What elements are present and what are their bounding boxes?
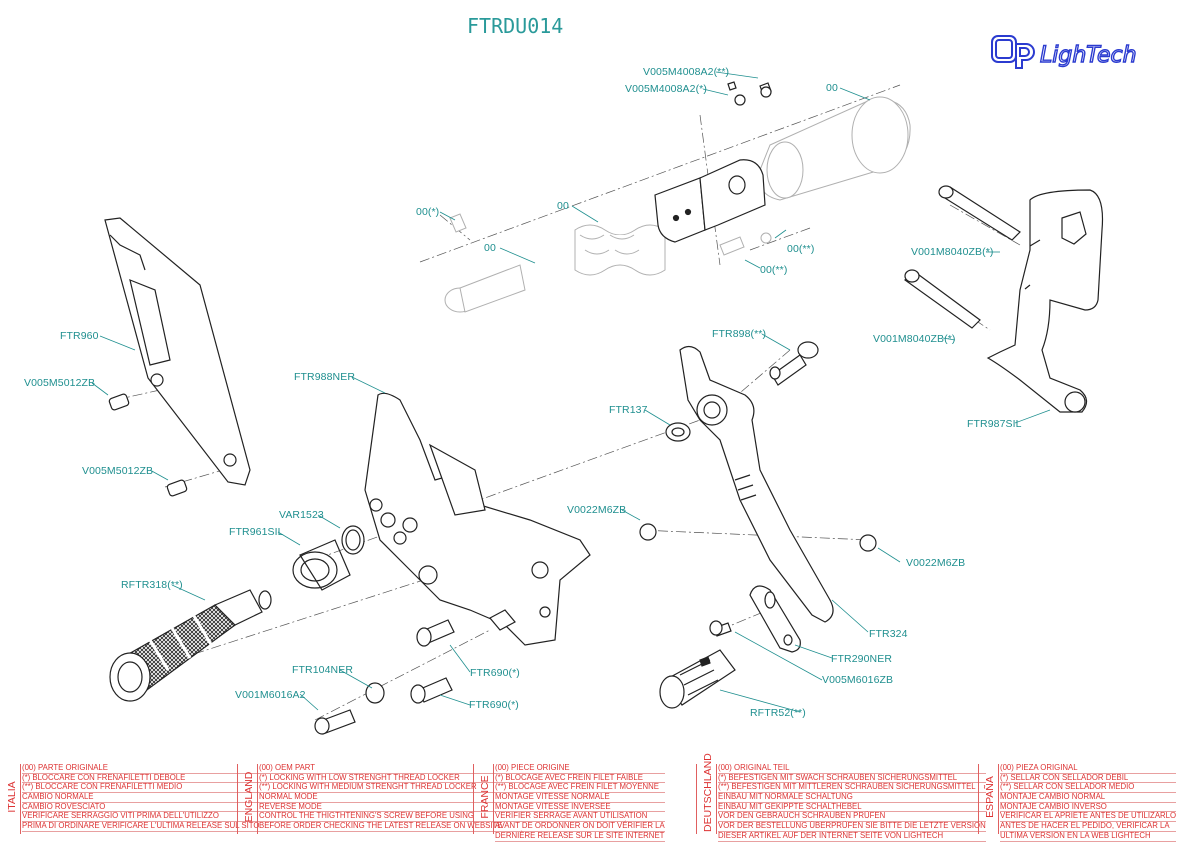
leader-lines [91, 71, 1051, 713]
note-line: CONTROL THE THIGTHTENING'S SCREW BEFORE … [259, 812, 503, 823]
note-line: BEFORE ORDER CHECKING THE LATEST RELEASE… [259, 821, 503, 832]
label-rftr318: RFTR318(**) [121, 579, 183, 591]
note-line: VERIFICARE SERRAGGIO VITI PRIMA DELL'UTI… [22, 812, 260, 823]
label-ftr104ner: FTR104NER [292, 664, 353, 676]
note-line: VOR DER BESTELLUNG ÜBERPRÜFEN SIE BITTE … [718, 821, 986, 832]
label-rftr52: RFTR52(**) [750, 707, 806, 719]
label-00-oem-a: 00 [826, 82, 838, 94]
label-00-oem-b: 00(*) [416, 206, 440, 218]
exploded-parts-diagram: FTRDU014 LighTech [24, 14, 1137, 735]
note-line: EINBAU MIT NORMALE SCHALTUNG [718, 792, 986, 803]
notes-italia: ITALIA (00) PARTE ORIGINALE (*) BLOCCARE… [4, 763, 260, 834]
oem-parts-ghost [444, 96, 911, 313]
country-name: DEUTSCHLAND [702, 753, 714, 832]
bracket-top [654, 81, 772, 243]
note-line: MONTAJE CAMBIO NORMAL [1000, 792, 1177, 803]
label-ftr690-b: FTR690(*) [469, 699, 519, 711]
heel-guard [104, 217, 251, 497]
label-v001m8040zb-a: V001M8040ZB(*) [911, 246, 994, 258]
note-line: (*) BLOCCARE CON FRENAFILETTI DEBOLE [22, 773, 260, 784]
note-line: EINBAU MIT GEKIPPTE SCHALTHEBEL [718, 802, 986, 813]
label-v005m4008a2-b: V005M4008A2(*) [625, 83, 707, 95]
note-line: CAMBIO NORMALE [22, 792, 260, 803]
link-rod [749, 585, 801, 653]
note-line: (*) BLOCAGE AVEC FREIN FILET FAIBLE [495, 773, 665, 784]
notes-france: FRANCE (00) PIECE ORIGINE (*) BLOCAGE AV… [477, 763, 692, 842]
note-line: (**) BLOCCARE CON FRENAFILETTI MEDIO [22, 783, 260, 794]
label-ftr988ner: FTR988NER [294, 371, 355, 383]
note-line: (**) LOCKING WITH MEDIUM STRENGHT THREAD… [259, 783, 503, 794]
shift-lever [665, 341, 834, 623]
label-ftr324: FTR324 [869, 628, 908, 640]
label-ftr987sil: FTR987SIL [967, 418, 1022, 430]
note-line: (00) PIEZA ORIGINAL [1000, 763, 1177, 774]
note-line: CAMBIO ROVESCIATO [22, 802, 260, 813]
divider [978, 764, 979, 834]
lightech-logo: LighTech [991, 35, 1137, 69]
country-name: ENGLAND [243, 771, 255, 823]
divider [473, 764, 474, 834]
note-line: MONTAJE CAMBIO INVERSO [1000, 802, 1177, 813]
note-line: (**) BLOCAGE AVEC FREIN FILET MOYENNE [495, 783, 665, 794]
note-line: REVERSE MODE [259, 802, 503, 813]
label-ftr290ner: FTR290NER [831, 653, 892, 665]
note-line: (00) ORIGINAL TEIL [718, 763, 986, 774]
note-line: (00) PARTE ORIGINALE [22, 763, 260, 774]
note-line: VOR DEN GEBRAUCH SCHRAUBEN PRÜFEN [718, 812, 986, 823]
label-v001m8040zb-b: V001M8040ZB(*) [873, 333, 956, 345]
divider [696, 764, 697, 834]
label-v0022m6zb-a: V0022M6ZB [567, 504, 627, 516]
note-line: (**) SELLAR CON SELLADOR MEDIO [1000, 783, 1177, 794]
center-lines [114, 84, 1021, 721]
parts-drawing [91, 71, 1104, 735]
label-00-oem-f: 00(**) [760, 264, 788, 276]
note-line: AVANT DE ORDONNER ON DOIT VÉRIFIER LA [495, 821, 665, 832]
note-line: MONTAGE VITESSE NORMALE [495, 792, 665, 803]
label-ftr137: FTR137 [609, 404, 648, 416]
note-line: NORMAL MODE [259, 792, 503, 803]
spacer-parts [292, 523, 877, 735]
country-name: ESPAÑA [984, 776, 996, 818]
drawing-title: FTRDU014 [467, 14, 564, 38]
divider [237, 764, 238, 834]
notes-england: ENGLAND (00) OEM PART (*) LOCKING WITH L… [241, 763, 503, 834]
notes-deutschland: DEUTSCHLAND (00) ORIGINAL TEIL (*) BEFES… [700, 753, 986, 842]
label-v005m5012zb-b: V005M5012ZB [82, 465, 154, 477]
label-v005m4008a2-a: V005M4008A2(**) [643, 66, 730, 78]
note-line: VERIFIER SERRAGE AVANT UTILISATION [495, 812, 665, 823]
bracket-right [904, 185, 1104, 413]
footpeg [109, 589, 272, 702]
country-name: FRANCE [479, 775, 491, 819]
note-line: (*) LOCKING WITH LOW STRENGHT THREAD LOC… [259, 773, 503, 784]
note-line: ANTES DE HACER EL PEDIDO, VERIFICAR LA [1000, 821, 1177, 832]
note-line: (*) SELLAR CON SELLADOR DEBIL [1000, 773, 1177, 784]
label-00-oem-c: 00 [557, 200, 569, 212]
note-line: (*) BEFESTIGEN MIT SWACH SCHRAUBEN SICHE… [718, 773, 986, 784]
label-ftr690-a: FTR690(*) [470, 667, 520, 679]
label-v005m5012zb-a: V005M5012ZB [24, 377, 96, 389]
label-00-oem-d: 00 [484, 242, 496, 254]
country-name: ITALIA [6, 781, 18, 813]
label-var1523: VAR1523 [279, 509, 324, 521]
note-line: ULTIMA VERSION EN LA WEB LIGHTECH [1000, 831, 1177, 842]
note-line: (00) PIECE ORIGINE [495, 763, 665, 774]
main-plate [364, 392, 591, 646]
note-line: VERIFICAR EL APRIETE ANTES DE UTILIZARLO [1000, 811, 1177, 823]
label-ftr961sil: FTR961SIL [229, 526, 284, 538]
label-ftr898: FTR898(**) [712, 328, 767, 340]
note-line: PRIMA DI ORDINARE VERIFICARE L'ULTIMA RE… [22, 821, 260, 832]
note-line: (**) BEFESTIGEN MIT MITTLEREN SCHRAUBEN … [718, 783, 986, 794]
note-line: DERNIÈRE RELEASE SUR LE SITE INTERNET [495, 830, 665, 842]
note-line: (00) OEM PART [259, 763, 503, 774]
shifter-peg [659, 649, 736, 709]
label-v005m6016zb: V005M6016ZB [822, 674, 894, 686]
brand-wordmark: LighTech [1040, 43, 1137, 68]
label-00-oem-e: 00(**) [787, 243, 815, 255]
label-v0022m6zb-b: V0022M6ZB [906, 557, 966, 569]
notes-espana: ESPAÑA (00) PIEZA ORIGINAL (*) SELLAR CO… [982, 763, 1187, 842]
label-v001m6016a2: V001M6016A2 [235, 689, 306, 701]
note-line: MONTAGE VITESSE INVERSEE [495, 802, 665, 813]
note-line: DIESER ARTIKEL AUF DER INTERNET SEITE VO… [718, 831, 986, 842]
label-ftr960: FTR960 [60, 330, 99, 342]
